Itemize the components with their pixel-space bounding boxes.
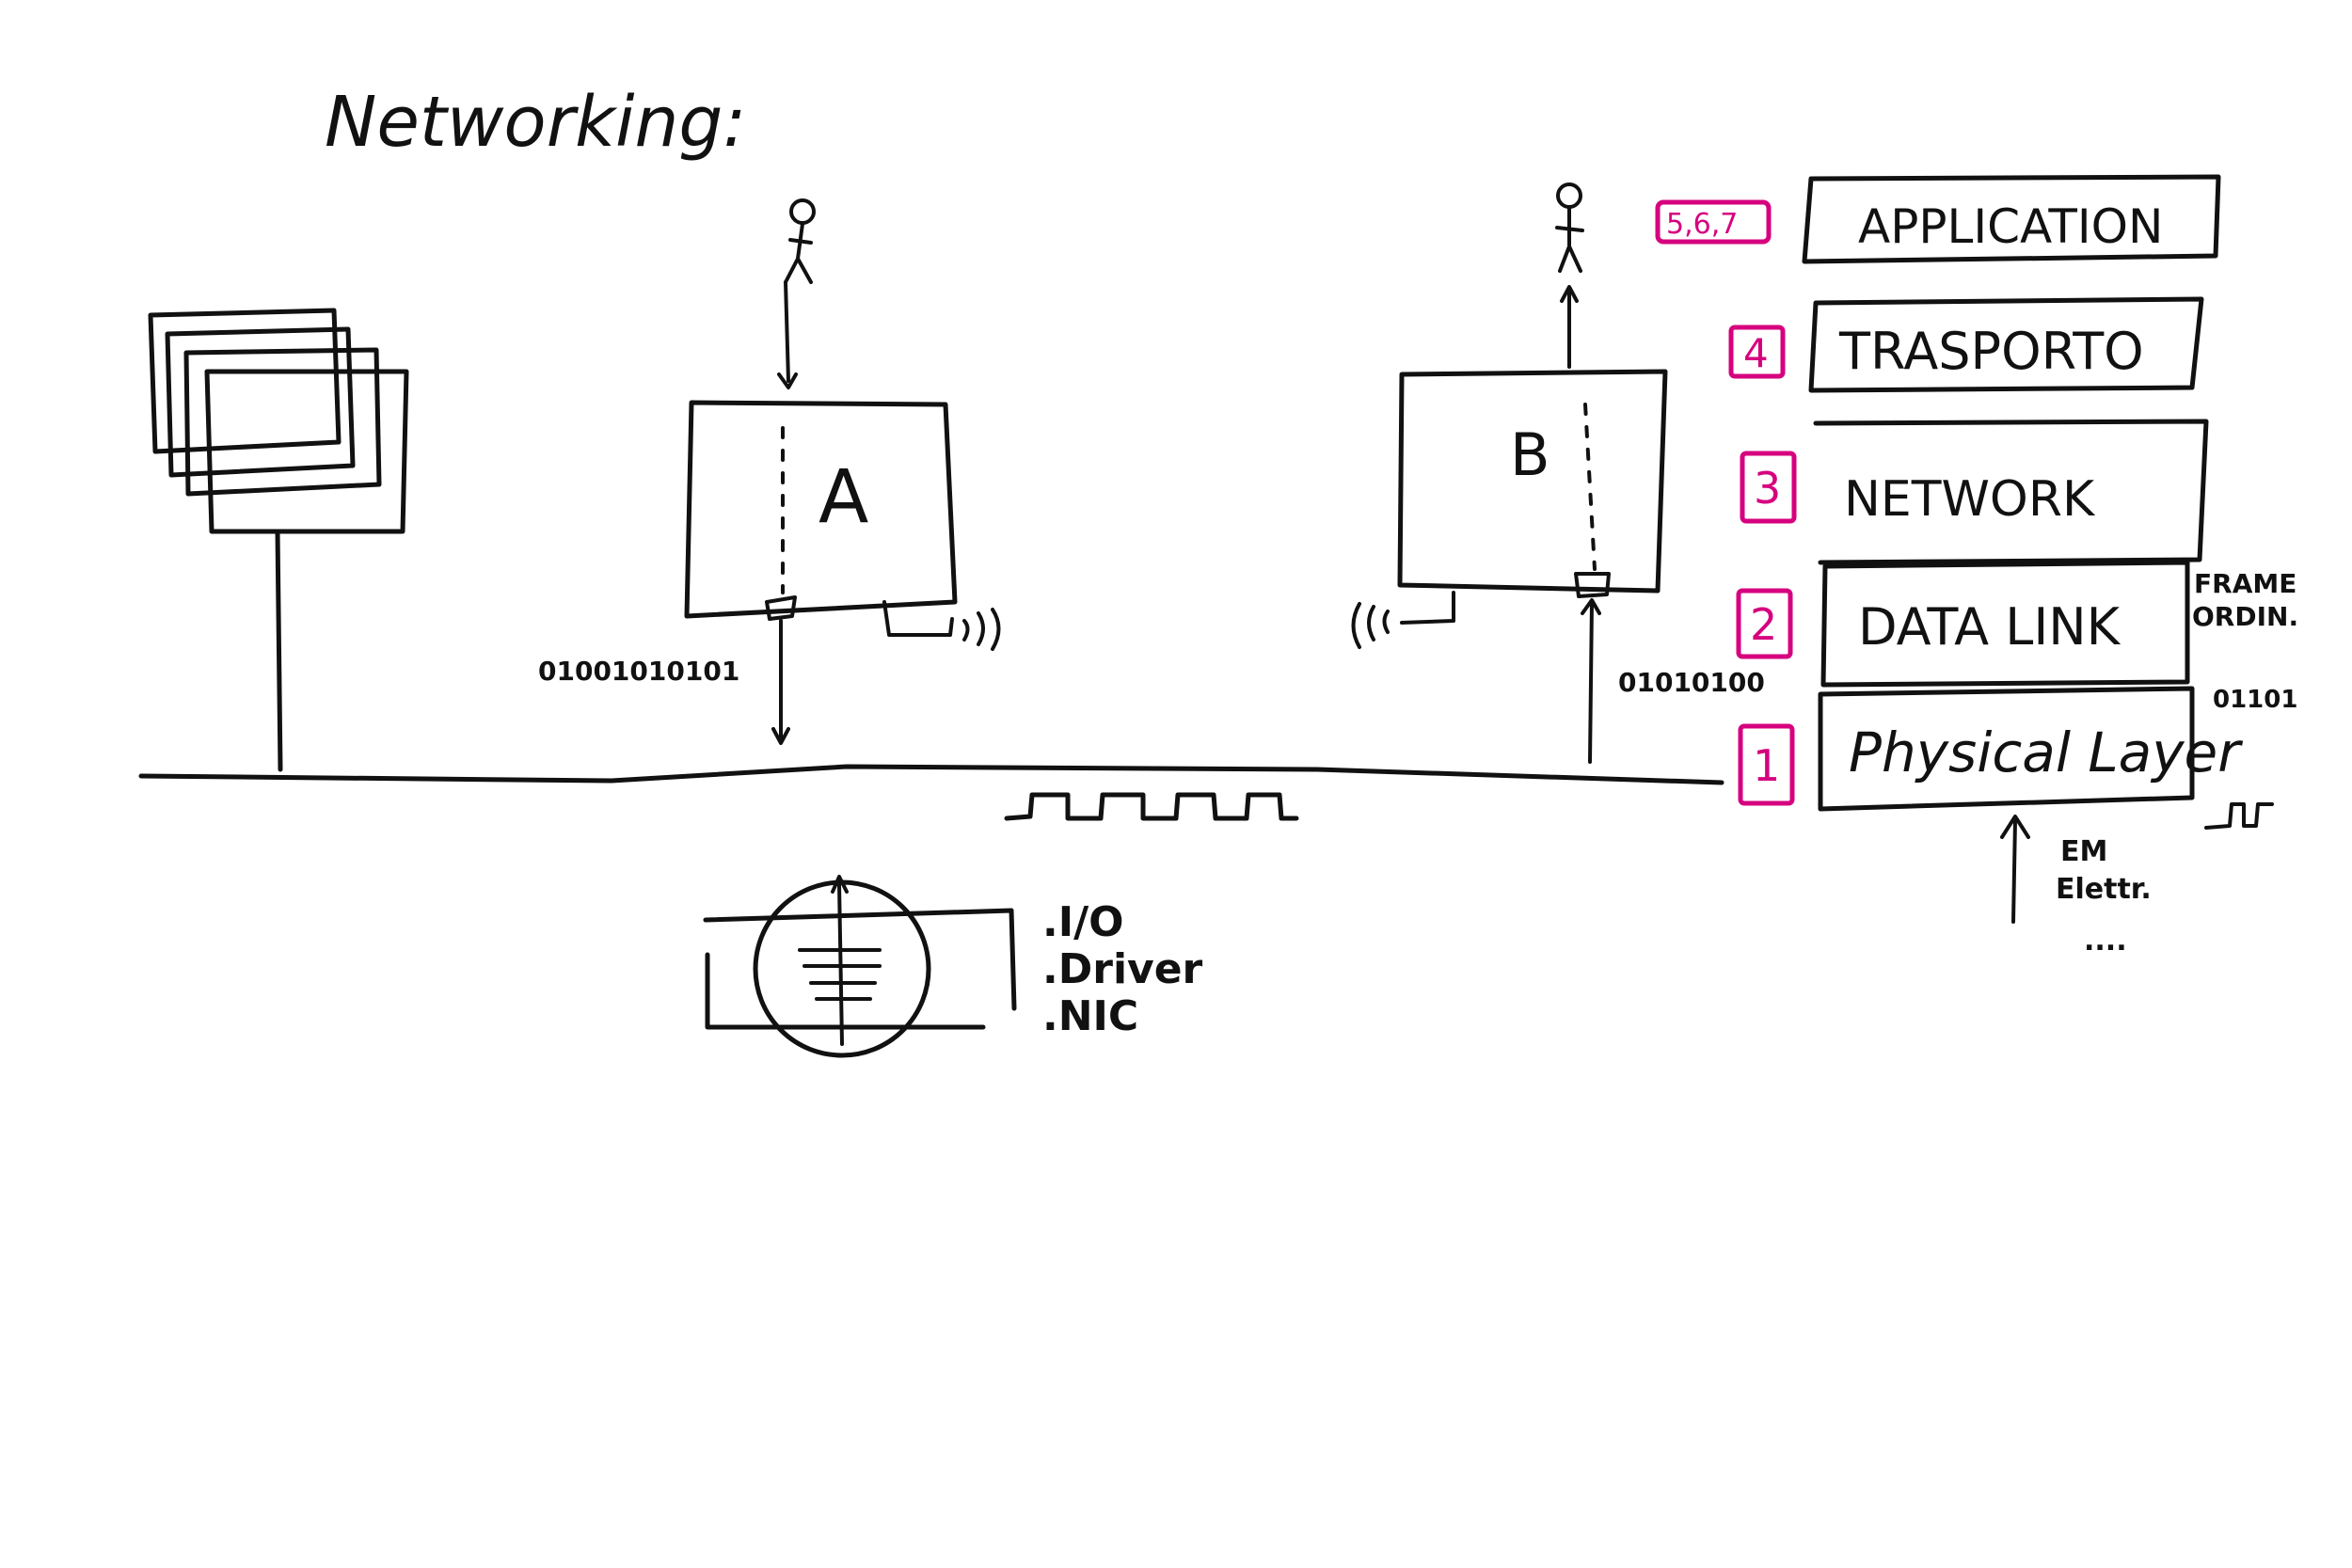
osi-layer-network: 3 NETWORK: [1740, 419, 2209, 565]
osi-layer-transport: 4 TRASPORTO: [1728, 296, 2204, 393]
host-a: A 01001010101: [538, 198, 1001, 745]
layer-number-box: [1728, 325, 1786, 379]
nic-list-driver: .Driver: [1042, 945, 1203, 993]
host-a-label: A: [818, 455, 868, 540]
layer-number: 1: [1753, 740, 1780, 791]
layer-number: 4: [1743, 330, 1769, 376]
nic-list-io: .I/O: [1042, 898, 1124, 946]
small-waveform: [2204, 802, 2274, 830]
layer-name: APPLICATION: [1858, 199, 2163, 254]
layer-name: DATA LINK: [1858, 597, 2122, 657]
server-stack-icon: [148, 308, 409, 772]
layer-number: 2: [1750, 599, 1777, 650]
physical-note-line2: Elettr.: [2056, 873, 2152, 906]
physical-note-line3: ....: [2084, 925, 2127, 958]
host-b-bits: 01010100: [1618, 667, 1765, 698]
frame-note-line1: FRAME: [2194, 568, 2296, 599]
layer-number-box: [1738, 723, 1795, 806]
frame-annotation: FRAME ORDIN. 01101: [2192, 568, 2298, 830]
nic-diagram: .I/O .Driver .NIC: [703, 875, 1217, 1058]
signal-waveform: [1004, 792, 1299, 821]
host-b-label: B: [1510, 420, 1550, 489]
osi-stack: 5,6,7 APPLICATION 4 TRASPORTO 3 NETWORK …: [1655, 174, 2243, 812]
page-title: Networking:: [325, 82, 746, 163]
layer-name: Physical Layer: [1849, 721, 2243, 784]
physical-note-line1: EM: [2060, 835, 2107, 868]
layer-number-box: [1655, 199, 1772, 245]
osi-layer-application: 5,6,7 APPLICATION: [1655, 174, 2221, 264]
layer-number-box: [1736, 588, 1793, 659]
layer-name: NETWORK: [1844, 471, 2096, 528]
frame-note-line2: ORDIN.: [2192, 601, 2298, 632]
physical-annotation: EM Elettr. ....: [2000, 815, 2152, 958]
layer-number: 5,6,7: [1666, 208, 1738, 241]
host-b: B 01010100: [1351, 182, 1765, 764]
layer-number: 3: [1754, 463, 1781, 514]
network-bus: [138, 764, 1724, 785]
nic-list: .I/O .Driver .NIC: [1042, 898, 1217, 1040]
layer-number-box: [1740, 451, 1797, 524]
bits-note: 01101: [2213, 686, 2297, 714]
layer-name: TRASPORTO: [1838, 322, 2144, 381]
nic-list-nic: .NIC: [1042, 992, 1138, 1040]
host-a-bits: 01001010101: [538, 656, 739, 687]
osi-layer-datalink: 2 DATA LINK: [1736, 560, 2190, 688]
osi-layer-physical: 1 Physical Layer: [1738, 686, 2243, 812]
